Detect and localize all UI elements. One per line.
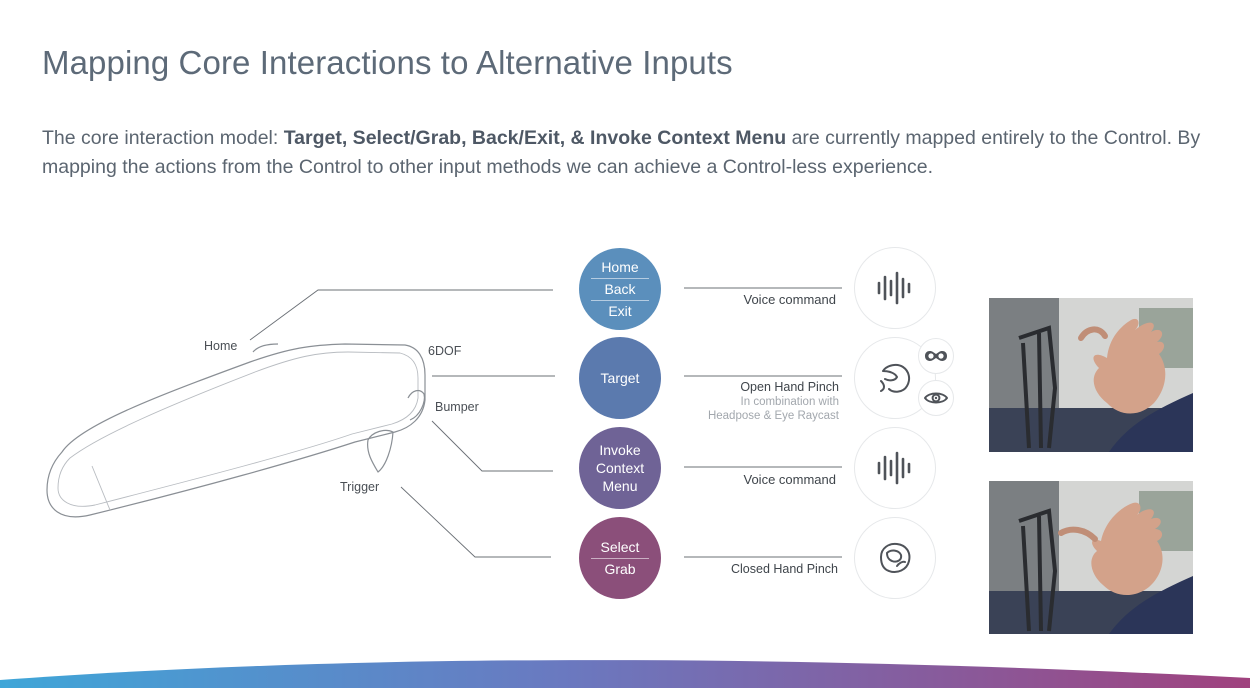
headpose-icon-circle [918,338,954,374]
action-label-invoke: Invoke [599,442,641,458]
trigger-leader [400,486,551,558]
mapping-sub-headpose-eye: Headpose & Eye Raycast [707,410,839,422]
intro-paragraph: The core interaction model: Target, Sele… [42,124,1212,182]
intro-suffix: are currently mapped entirely to the Con… [42,127,1201,178]
photo-closed-hand-pinch [989,481,1193,634]
photo-open-hand-pinch [989,298,1193,452]
callout-home: Home [204,339,238,353]
action-label-grab: Grab [591,557,649,580]
headset-icon [925,351,947,361]
action-invoke-context-menu: Invoke Context Menu [579,427,661,509]
callout-bumper: Bumper [435,400,479,414]
action-label-target: Target [600,370,640,386]
action-label-exit: Exit [591,299,649,322]
sound-wave-icon [877,271,911,305]
callout-leader-lines [249,289,555,558]
action-label-menu: Menu [602,478,638,494]
mapping-label-pinch-open: Open Hand Pinch [740,380,839,394]
action-label-back: Back [591,277,649,300]
mapping-lines [684,287,842,558]
action-label-home: Home [601,258,639,275]
action-select-grab: Select Grab [579,517,661,599]
closed-hand-pinch-icon [879,542,911,573]
mapping-label-pinch-closed: Closed Hand Pinch [730,562,838,576]
mapping-open-hand-pinch: Open Hand Pinch In combination with Head… [708,380,839,423]
eye-icon [924,392,948,404]
closed-pinch-icon-circle [854,517,936,599]
mapping-label-voice-top: Voice command [743,292,837,307]
page-title: Mapping Core Interactions to Alternative… [42,44,733,81]
voice-icon-circle-bottom [854,427,936,509]
footer-gradient-wave [0,660,1250,688]
mapping-sub-combination: In combination with [740,396,839,408]
action-label-context: Context [595,460,645,476]
intro-core-interactions: Target, Select/Grab, Back/Exit, & Invoke… [283,127,787,149]
eye-icon-circle [918,380,954,416]
sound-wave-icon [877,451,911,485]
intro-prefix: The core interaction model: [42,127,284,149]
action-target: Target [579,337,661,419]
voice-icon-circle-top [854,247,936,329]
bumper-leader [431,420,553,472]
controller-drawing [46,343,426,518]
callout-trigger: Trigger [340,480,380,494]
action-label-select: Select [600,538,640,555]
callout-6dof: 6DOF [428,344,462,358]
open-hand-photo-illustration [989,298,1193,452]
action-home-back-exit: Home Back Exit [579,248,661,330]
home-leader [249,289,553,341]
closed-hand-photo-illustration [989,481,1193,634]
mapping-label-voice-bottom: Voice command [743,472,837,487]
open-hand-pinch-icon [880,363,911,393]
